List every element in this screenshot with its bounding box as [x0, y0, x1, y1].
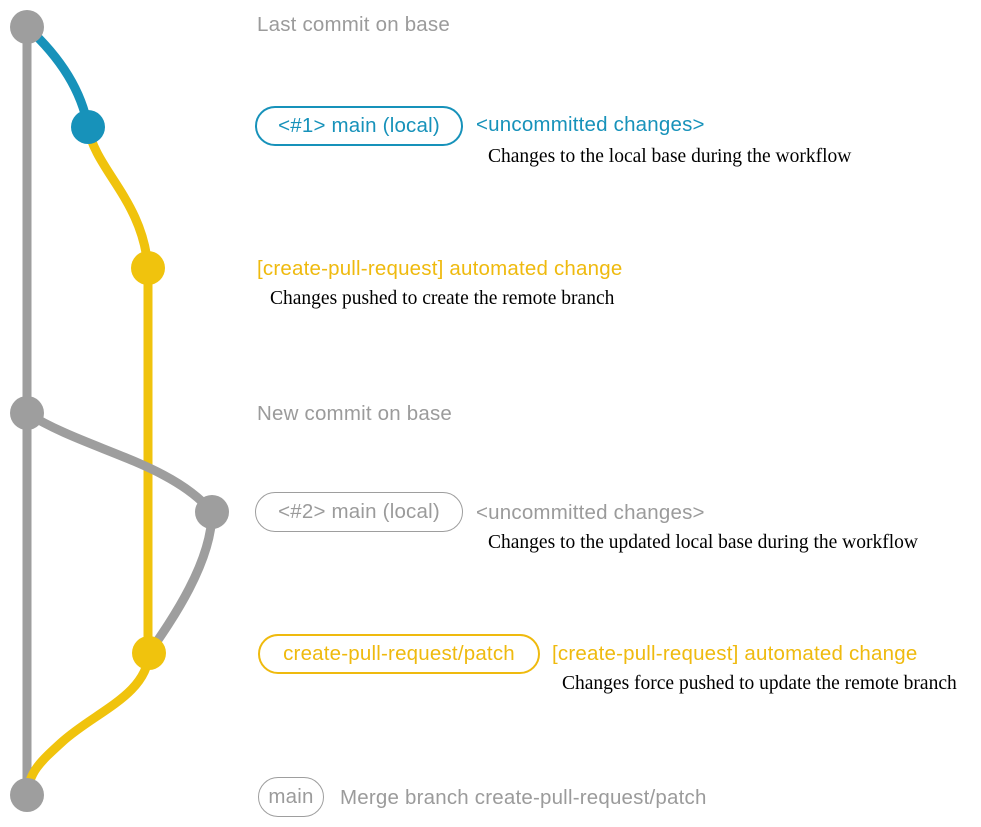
commit-dot-new-base: [10, 396, 44, 430]
description-local-base: Changes to the local base during the wor…: [488, 146, 852, 167]
commit-graph: [10, 10, 229, 812]
commit-dot-main-local-2: [195, 495, 229, 529]
commit-message-pr-1: [create-pull-request] automated change: [257, 257, 623, 280]
middle-title: New commit on base: [257, 402, 453, 425]
branch-label-main: main: [258, 777, 324, 817]
commit-message-merge: Merge branch create-pull-request/patch: [340, 786, 707, 809]
commit-dot-merge: [10, 778, 44, 812]
branch-label-create-pull-request-patch: create-pull-request/patch: [258, 634, 540, 674]
commit-dot-pr-2: [132, 636, 166, 670]
commit-dot-last-base: [10, 10, 44, 44]
commit-message-pr-2: [create-pull-request] automated change: [552, 642, 918, 665]
merge-branch-path: [22, 652, 154, 796]
branch-label-main-local-2: <#2> main (local): [255, 492, 463, 532]
rebased-branch-path: [24, 409, 217, 656]
uncommitted-changes-note-2: <uncommitted changes>: [476, 501, 705, 524]
description-force-push: Changes force pushed to update the remot…: [562, 673, 957, 694]
description-push-create: Changes pushed to create the remote bran…: [270, 288, 615, 309]
commit-dot-main-local-1: [71, 110, 105, 144]
description-updated-local-base: Changes to the updated local base during…: [488, 532, 918, 553]
commit-dot-pr-1: [131, 251, 165, 285]
create-pull-request-branch-path: [83, 126, 153, 653]
uncommitted-changes-note-1: <uncommitted changes>: [476, 113, 705, 136]
local-main-branch-curve: [23, 23, 93, 128]
top-title: Last commit on base: [257, 13, 450, 36]
branch-label-main-local-1: <#1> main (local): [255, 106, 463, 146]
